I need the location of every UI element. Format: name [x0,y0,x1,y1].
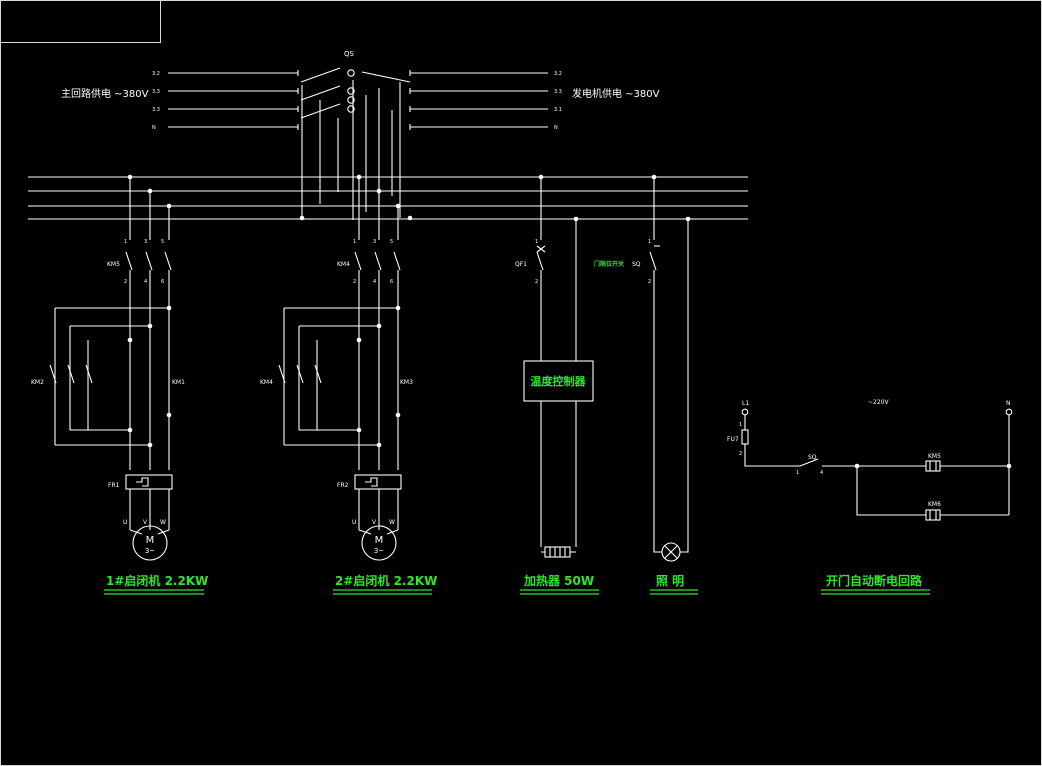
door-fuse: FU7 [727,436,739,443]
motor2-circuit: KM4 1 3 5 2 4 6 KM4 KM3 FR2 U V W M 3~ 2… [260,177,437,595]
door-switch: SQ [808,454,817,461]
left-line-2: 3.3 [152,89,160,95]
heater-breaker: QF1 [515,261,527,268]
motor2-km-a: KM4 [260,379,273,386]
terminal-label: 1 [648,239,651,245]
qs-label: QS [344,50,355,58]
terminal-label: 1 [124,239,127,245]
door-coil-1: KM5 [928,453,941,460]
terminal-label: 3 [373,239,376,245]
motor2-symbol: M [375,535,384,546]
motor2-km-main: KM4 [337,261,350,268]
motor1-fr: FR1 [108,482,120,489]
left-line-3: 3.3 [152,107,160,113]
terminal-label: 2 [648,279,651,285]
lighting-switch: SQ [632,261,641,268]
door-voltage: ~220V [868,399,889,406]
motor1-circuit: KM5 1 3 5 2 4 6 KM2 KM1 FR1 U V W M 3~ 1… [31,177,208,595]
lighting-circuit: 1 2 门限位开关 SQ 照 明 [594,177,698,595]
terminal-label: 2 [535,279,538,285]
terminal-label: 6 [390,279,393,285]
motor2-phase-v: V [372,519,377,526]
motor1-phase-v: V [143,519,148,526]
bus-bars [28,174,748,222]
motor1-symbol: M [146,535,155,546]
main-supply-label: 主回路供电 ~380V [61,87,149,100]
terminal-label: 1 [796,470,799,476]
right-line-3: 3.1 [554,107,562,113]
door-circuit-caption: 开门自动断电回路 [826,573,923,588]
motor1-symbol-sub: 3~ [145,547,155,555]
terminal-label: 5 [161,239,164,245]
motor1-phase-u: U [123,519,127,526]
right-line-2: 3.3 [554,89,562,95]
terminal-label: 4 [373,279,376,285]
terminal-label: 2 [353,279,356,285]
terminal-label: 2 [739,451,742,457]
terminal-label: 1 [535,239,538,245]
terminal-label: 4 [820,470,823,476]
motor2-symbol-sub: 3~ [374,547,384,555]
terminal-label: 3 [144,239,147,245]
terminal-label: 6 [161,279,164,285]
terminal-label: 5 [390,239,393,245]
generator-supply-label: 发电机供电 ~380V [572,87,660,100]
motor2-km-b: KM3 [400,379,413,386]
temperature-controller: 温度控制器 [531,374,587,388]
terminal-label: 2 [124,279,127,285]
left-line-1: 3.2 [152,71,160,77]
motor1-km-a: KM2 [31,379,44,386]
right-line-4: N [554,125,558,131]
motor1-km-main: KM5 [107,261,120,268]
motor2-phase-w: W [389,519,395,526]
door-coil-2: KM6 [928,501,941,508]
title-block [0,0,161,43]
door-l1: L1 [742,400,749,407]
terminal-label: 4 [144,279,147,285]
terminal-label: 1 [739,422,742,428]
door-n: N [1006,400,1011,407]
motor1-km-b: KM1 [172,379,185,386]
right-line-1: 3.2 [554,71,562,77]
lighting-caption: 照 明 [656,573,684,588]
heater-circuit: 1 2 QF1 温度控制器 加热器 50W [515,177,599,595]
motor1-phase-w: W [160,519,166,526]
motor2-phase-u: U [352,519,356,526]
motor2-fr: FR2 [337,482,349,489]
motor2-caption: 2#启闭机 2.2KW [335,573,437,588]
terminal-label: 1 [353,239,356,245]
door-limit-switch-note: 门限位开关 [594,260,624,268]
left-line-4: N [152,125,156,131]
motor1-caption: 1#启闭机 2.2KW [106,573,208,588]
heater-caption: 加热器 50W [523,573,594,588]
door-circuit: L1 ~220V N FU7 1 2 SQ 1 4 KM5 KM6 开门自动断电… [727,399,1013,595]
supply-section: QS 主回路供电 ~380V 发电机供电 ~380V 3.2 3.3 3.3 N… [61,50,660,220]
